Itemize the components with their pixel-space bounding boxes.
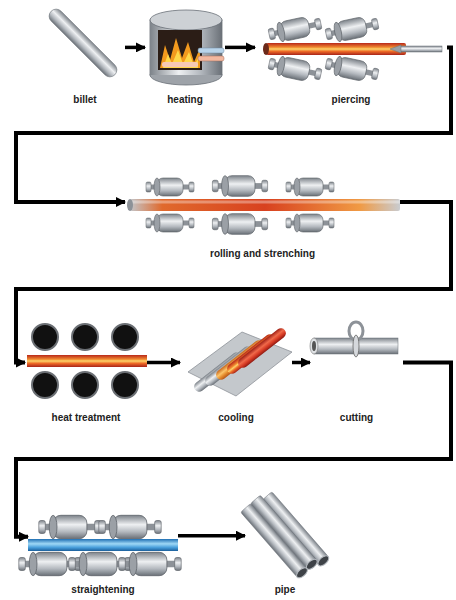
- flow-arrow: [147, 361, 180, 365]
- cooling-drawing: [188, 326, 292, 396]
- bar-highlight: [130, 201, 400, 204]
- piercing-roller: [324, 14, 380, 44]
- hot-bar-end: [263, 43, 269, 55]
- flow-arrow: [178, 534, 245, 538]
- process-step: heating: [145, 5, 225, 106]
- straightening-roller: [99, 515, 161, 538]
- treatment-roll: [32, 324, 58, 350]
- step-caption: heating: [167, 94, 203, 106]
- straightening-roller: [39, 515, 101, 538]
- step-caption: piercing: [332, 94, 371, 106]
- rolling-roller: [286, 214, 334, 232]
- process-step: cooling: [180, 318, 292, 424]
- treatment-roll: [72, 324, 98, 350]
- tube-bore: [312, 341, 316, 351]
- furnace-billet: [198, 48, 224, 53]
- flow-arrow: [16, 202, 451, 363]
- cutting-drawing: [310, 322, 398, 357]
- furnace-top: [150, 10, 222, 30]
- process-step: rolling and strenching: [125, 160, 400, 260]
- cooling-tube: [236, 326, 288, 370]
- blue-bar: [28, 539, 178, 551]
- pipe-bore: [295, 566, 309, 580]
- furnace-billet: [162, 62, 198, 67]
- treatment-roll: [32, 372, 58, 398]
- pipe-drawing: [241, 488, 331, 584]
- pipe-bore: [316, 554, 330, 568]
- furnace-opening: [158, 30, 202, 70]
- furnace-flame-core: [163, 50, 198, 68]
- heat-treatment-drawing: [27, 324, 147, 398]
- mandrel-tip: [390, 45, 401, 53]
- piercing-roller: [324, 54, 380, 84]
- process-step: piercing: [255, 5, 447, 106]
- furnace-flame: [160, 38, 200, 68]
- furnace-billet: [198, 56, 224, 61]
- billet-drawing: [46, 6, 120, 80]
- treatment-roll: [72, 372, 98, 398]
- bar-end: [127, 199, 133, 211]
- piercing-roller: [267, 54, 323, 84]
- step-caption: billet: [73, 94, 96, 106]
- straightening-roller: [119, 552, 181, 575]
- step-caption: cutting: [340, 412, 373, 424]
- hot-bar: [266, 43, 406, 55]
- tube-end: [310, 338, 318, 354]
- treatment-roll: [112, 324, 138, 350]
- flow-arrow: [16, 363, 451, 537]
- furnace-drawing: [150, 10, 224, 85]
- piercing-mandrel: [400, 46, 442, 52]
- rolling-roller: [146, 178, 194, 196]
- finished-pipe: [241, 504, 307, 577]
- rolling-roller: [286, 178, 334, 196]
- rolling-roller: [212, 214, 267, 235]
- flow-arrow: [125, 46, 145, 50]
- straightening-drawing: [19, 515, 181, 575]
- treatment-roll: [112, 372, 138, 398]
- piercing-drawing: [263, 14, 442, 84]
- process-step: pipe: [245, 490, 325, 596]
- process-step: straightening: [28, 494, 178, 596]
- hot-bar: [27, 355, 147, 367]
- step-caption: pipe: [275, 584, 296, 596]
- flow-arrow: [292, 361, 310, 365]
- rolled-bar: [130, 199, 400, 211]
- process-step: heat treatment: [25, 318, 147, 424]
- piercing-roller: [267, 14, 323, 44]
- flow-arrow: [225, 46, 255, 50]
- flow-arrow: [16, 47, 451, 202]
- process-step: cutting: [310, 318, 403, 424]
- step-caption: straightening: [71, 584, 134, 596]
- cutter-disc: [353, 335, 359, 357]
- rolling-drawing: [127, 176, 400, 235]
- billet-bar: [46, 6, 120, 80]
- rolling-roller: [146, 214, 194, 232]
- step-caption: rolling and strenching: [210, 248, 315, 260]
- step-caption: heat treatment: [52, 412, 121, 424]
- process-step: billet: [45, 5, 125, 106]
- step-caption: cooling: [218, 412, 254, 424]
- rolling-roller: [212, 176, 267, 197]
